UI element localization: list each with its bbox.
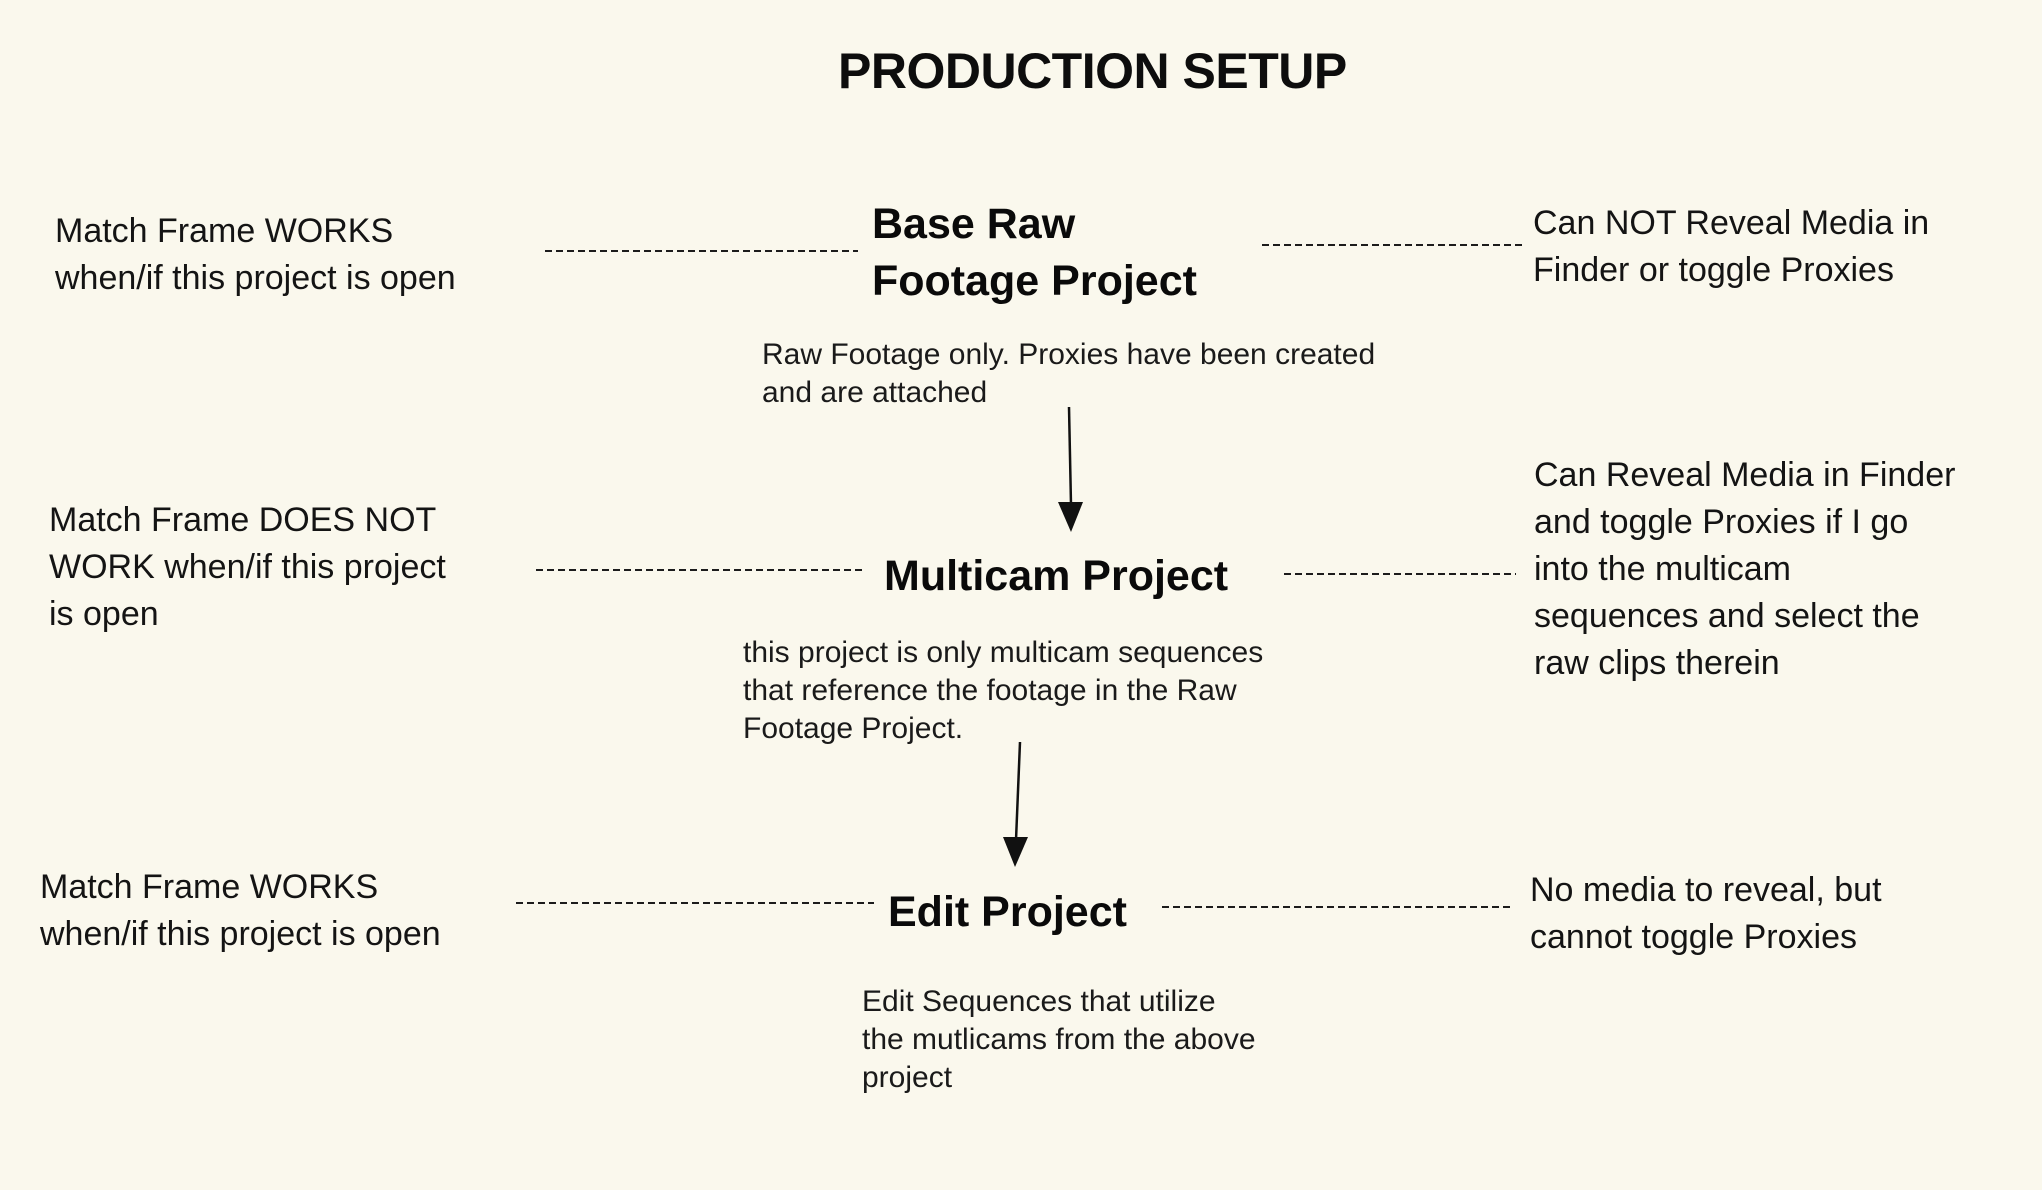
left-annotation-match-frame-works-1: Match Frame WORKS when/if this project i…	[55, 212, 456, 297]
flow-arrow-down-2-icon	[999, 740, 1033, 870]
connector-dashed-left-3	[516, 902, 874, 904]
node-description-edit: Edit Sequences that utilize the mutlicam…	[862, 985, 1256, 1094]
right-annotation-no-media-3: No media to reveal, but cannot toggle Pr…	[1530, 871, 1882, 956]
node-description-base-raw: Raw Footage only. Proxies have been crea…	[762, 338, 1376, 409]
connector-dashed-left-2	[536, 569, 866, 571]
page-title: PRODUCTION SETUP	[838, 43, 1347, 99]
node-title-multicam-project: Multicam Project	[884, 552, 1229, 600]
left-annotation-match-frame-does-not-work: Match Frame DOES NOT WORK when/if this p…	[49, 501, 446, 633]
right-annotation-cannot-reveal-1: Can NOT Reveal Media in Finder or toggle…	[1533, 204, 1930, 289]
node-title-edit-project: Edit Project	[888, 888, 1127, 936]
connector-dashed-right-3	[1162, 906, 1514, 908]
node-description-multicam: this project is only multicam sequences …	[743, 636, 1264, 745]
connector-dashed-right-2	[1284, 573, 1516, 575]
left-annotation-match-frame-works-3: Match Frame WORKS when/if this project i…	[40, 868, 441, 953]
node-title-base-raw-footage-project: Base Raw Footage Project	[872, 200, 1197, 305]
connector-dashed-left-1	[545, 250, 858, 252]
connector-dashed-right-1	[1262, 244, 1524, 246]
flow-arrow-down-1-icon	[1053, 405, 1087, 535]
right-annotation-can-reveal-2: Can Reveal Media in Finder and toggle Pr…	[1534, 456, 1956, 682]
